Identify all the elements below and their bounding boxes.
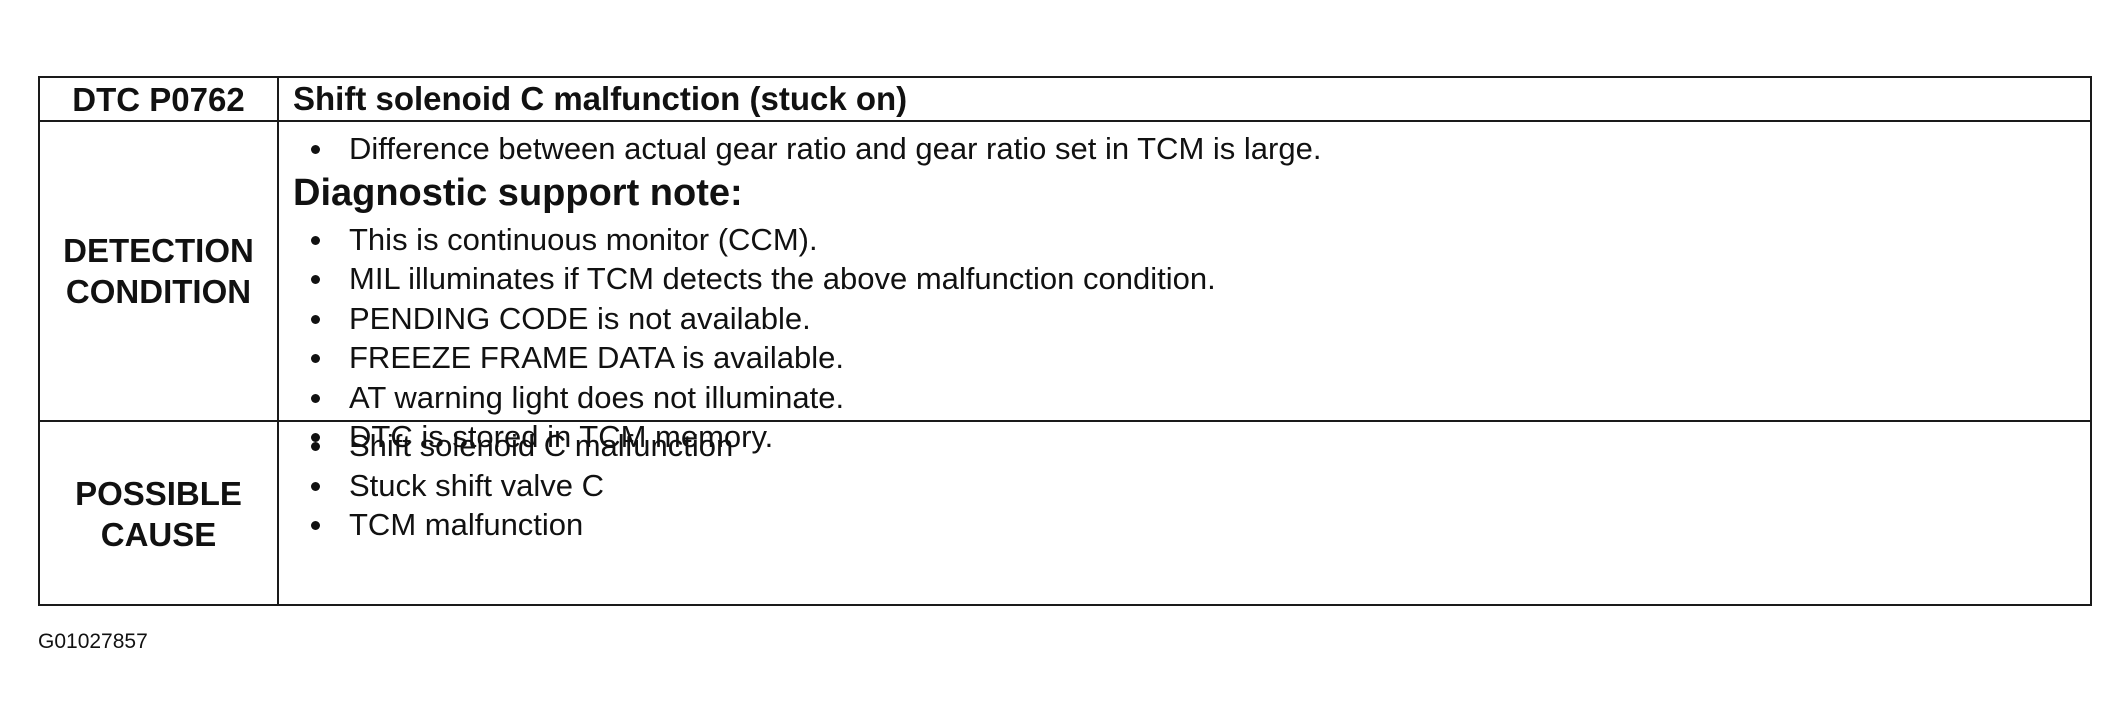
cause-list: Shift solenoid C malfunction Stuck shift…	[293, 426, 2090, 545]
detection-label-line2: CONDITION	[65, 273, 252, 310]
cause-label-line2: CAUSE	[100, 516, 217, 553]
cause-content-cell: Shift solenoid C malfunction Stuck shift…	[279, 422, 2090, 606]
diagnostic-note-heading: Diagnostic support note:	[293, 171, 743, 214]
header-row: DTC P0762 Shift solenoid C malfunction (…	[40, 78, 2090, 122]
dtc-code-cell: DTC P0762	[40, 78, 279, 120]
cause-label-cell: POSSIBLE CAUSE	[40, 422, 279, 606]
detection-label: DETECTION CONDITION	[63, 230, 254, 312]
list-item: MIL illuminates if TCM detects the above…	[293, 259, 2090, 299]
list-item: This is continuous monitor (CCM).	[293, 220, 2090, 260]
dtc-title: Shift solenoid C malfunction (stuck on)	[293, 80, 908, 117]
list-item: AT warning light does not illuminate.	[293, 378, 2090, 418]
list-item: FREEZE FRAME DATA is available.	[293, 338, 2090, 378]
cause-label: POSSIBLE CAUSE	[75, 473, 242, 555]
list-item: DTC is stored in TCM memory.	[293, 417, 2090, 457]
list-item: Difference between actual gear ratio and…	[293, 129, 2090, 169]
list-item: PENDING CODE is not available.	[293, 299, 2090, 339]
detection-label-cell: DETECTION CONDITION	[40, 122, 279, 420]
list-item: Shift solenoid C malfunction	[293, 426, 2090, 466]
cause-label-line1: POSSIBLE	[75, 475, 242, 512]
detection-row: DETECTION CONDITION Difference between a…	[40, 122, 2090, 454]
detection-list: Difference between actual gear ratio and…	[293, 129, 2090, 169]
dtc-table: DTC P0762 Shift solenoid C malfunction (…	[38, 76, 2092, 606]
image-id-label: G01027857	[38, 630, 148, 653]
list-item: TCM malfunction	[293, 505, 2090, 545]
dtc-title-cell: Shift solenoid C malfunction (stuck on)	[279, 78, 2090, 120]
possible-cause-row: POSSIBLE CAUSE Shift solenoid C malfunct…	[40, 422, 2090, 606]
dtc-code: DTC P0762	[72, 80, 245, 118]
detection-content-cell: Difference between actual gear ratio and…	[279, 122, 2090, 454]
detection-label-line1: DETECTION	[63, 232, 254, 269]
list-item: Stuck shift valve C	[293, 466, 2090, 506]
diagnostic-note-list: This is continuous monitor (CCM). MIL il…	[293, 220, 2090, 457]
